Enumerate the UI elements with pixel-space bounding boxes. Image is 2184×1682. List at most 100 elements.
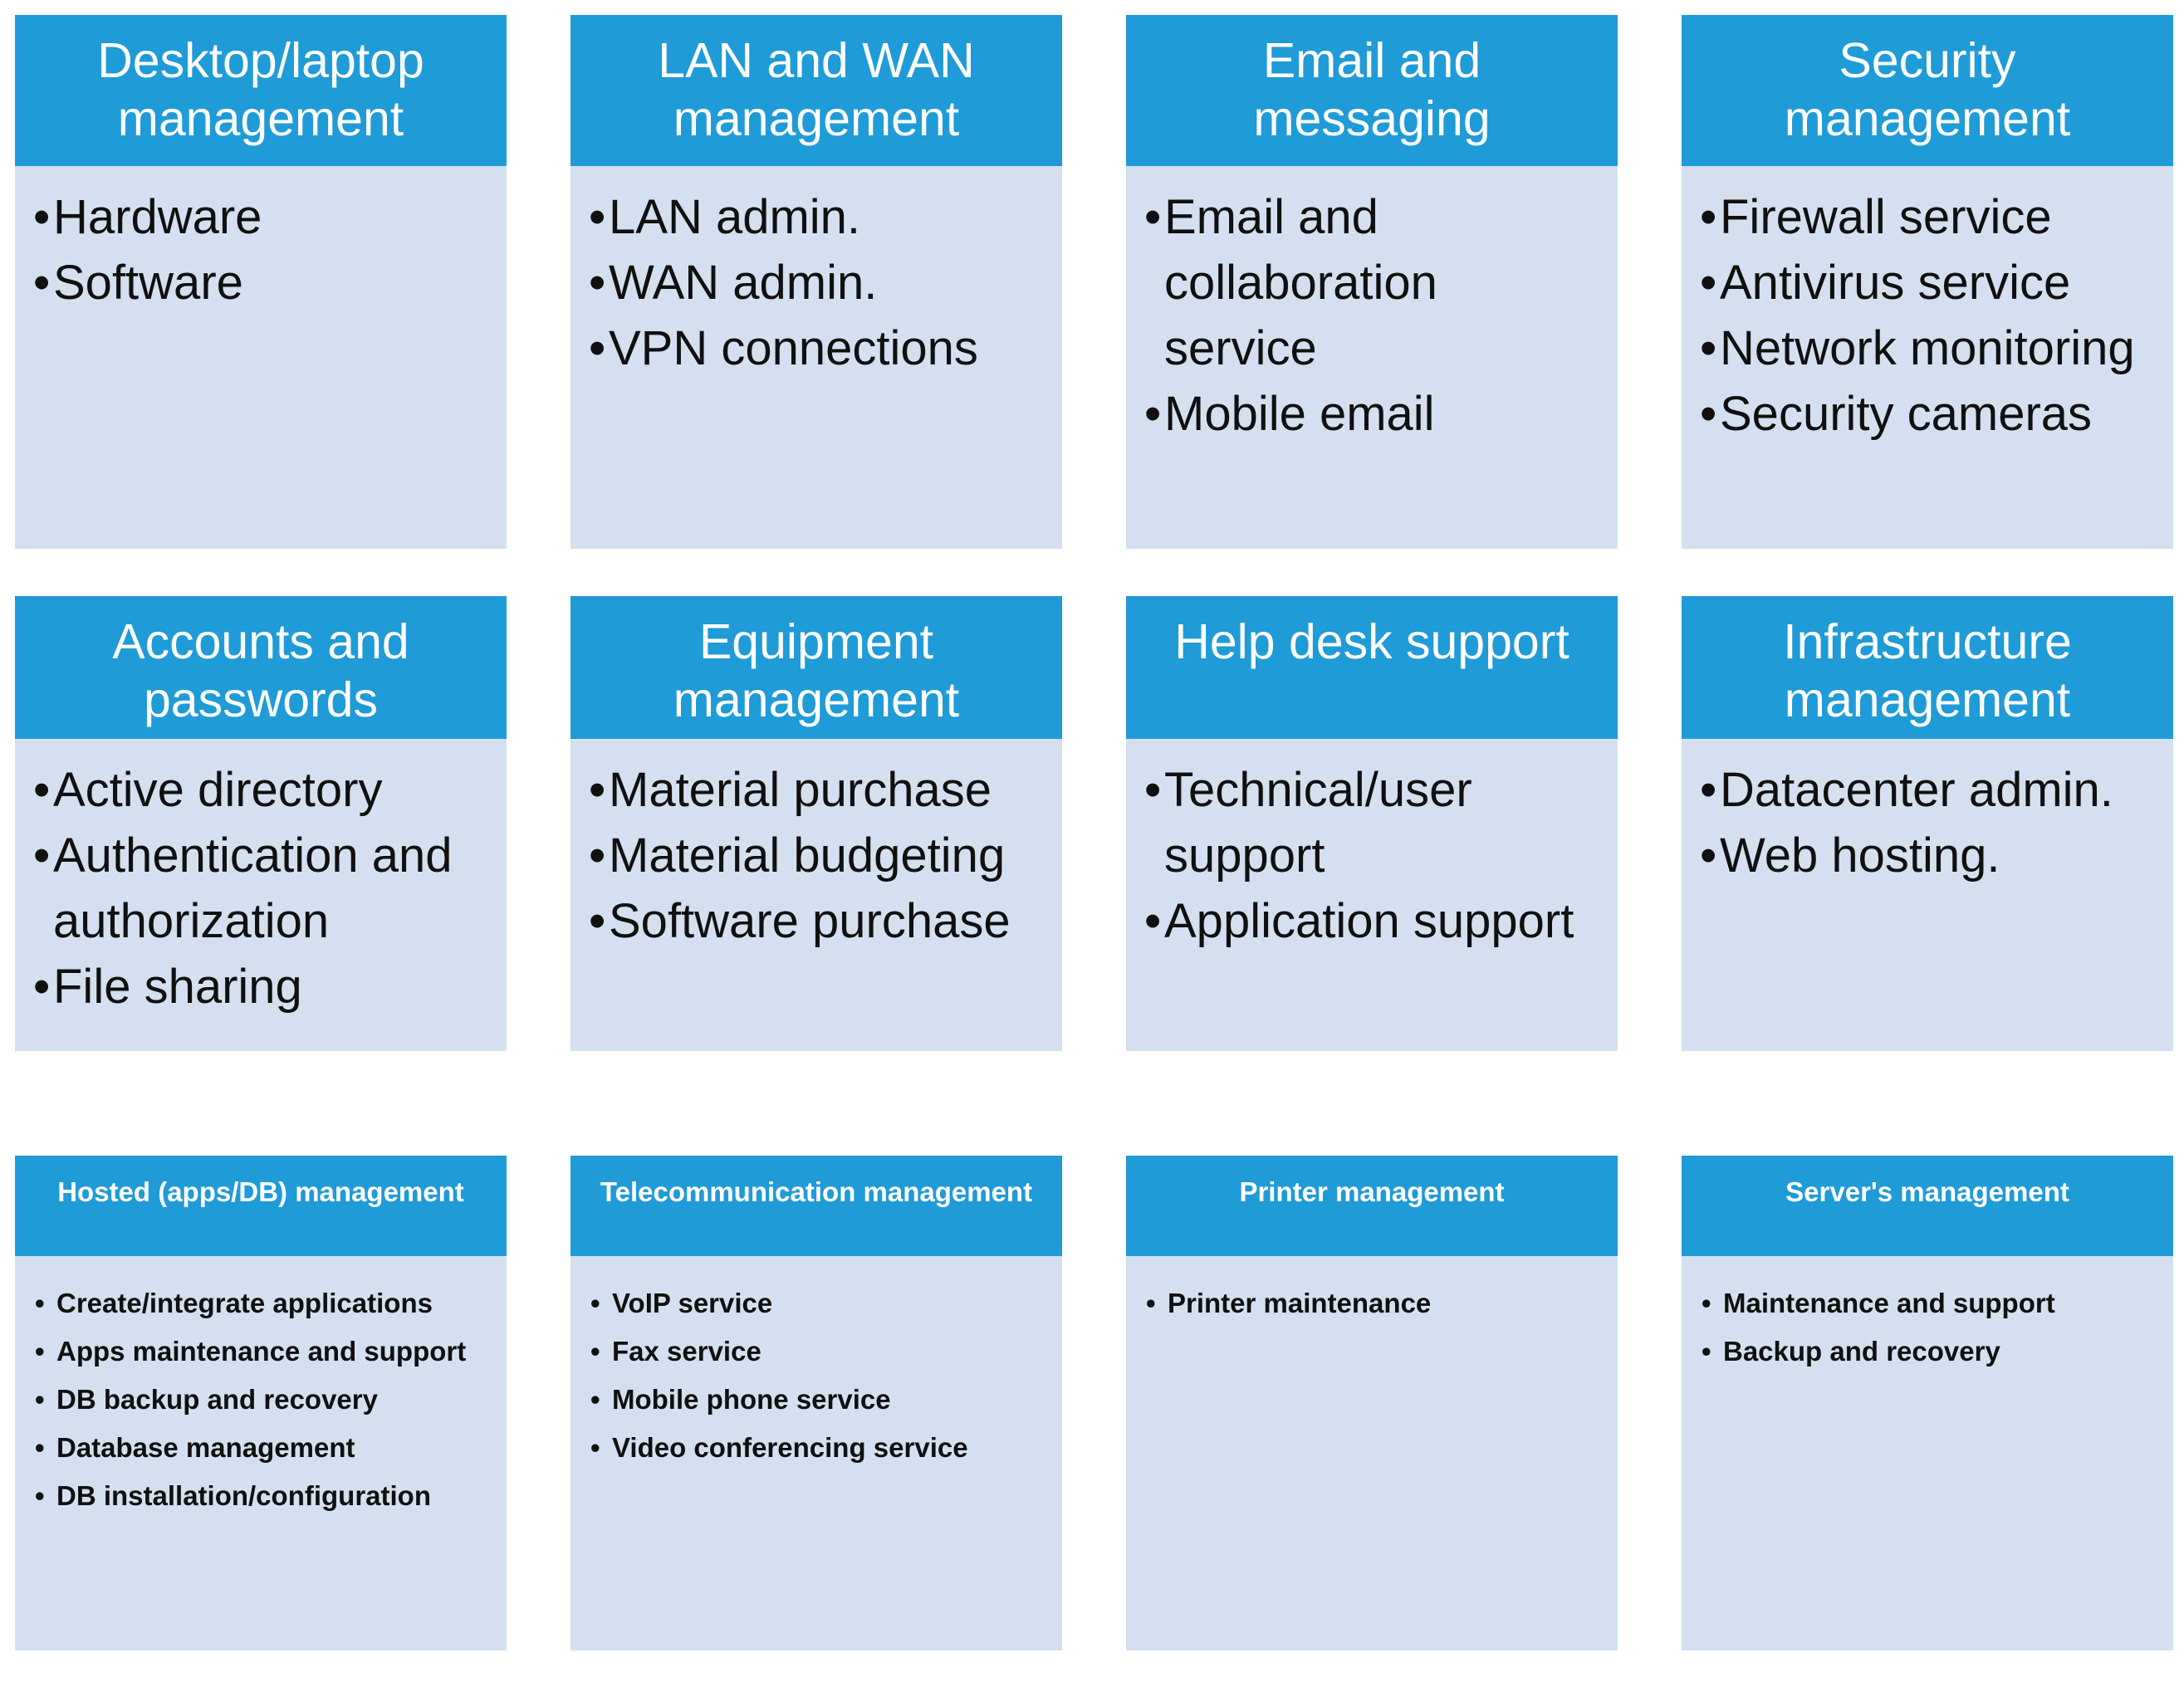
bullet-icon: • [589,256,606,310]
list-item: • Application support [1144,888,1603,954]
list-item: • DB backup and recovery [35,1376,490,1424]
bullet-icon: • [1700,829,1717,883]
bullet-icon: • [1700,256,1717,310]
list-item-label: Printer maintenance [1168,1288,1432,1318]
card-title: Server's management [1682,1156,2173,1256]
bullet-icon: • [590,1432,600,1463]
list-item: • Web hosting. [1700,823,2158,888]
card-body: • Maintenance and support • Backup and r… [1682,1256,2173,1650]
list-item-label: Firewall service [1720,190,2052,244]
card-title: Infrastructure management [1682,596,2173,739]
card-servers-management[interactable]: Server's management • Maintenance and su… [1682,1156,2173,1650]
bullet-icon: • [1700,763,1717,817]
card-title: Desktop/laptop management [15,15,507,166]
list-item: • Mobile email [1144,381,1603,447]
list-item-label: Network monitoring [1720,321,2135,375]
card-body: • Create/integrate applications • Apps m… [15,1256,507,1650]
list-item-label: Datacenter admin. [1720,763,2113,817]
card-printer-management[interactable]: Printer management • Printer maintenance [1126,1156,1618,1650]
card-equipment-management[interactable]: Equipment management • Material purchase… [570,596,1062,1051]
list-item-label: Software purchase [609,894,1011,948]
list-item: • Active directory [33,757,492,823]
card-body: • Active directory • Authentication and … [15,739,507,1051]
list-item-label: Backup and recovery [1723,1336,2000,1367]
bullet-icon: • [33,829,51,883]
card-body: • Email and collaboration service • Mobi… [1126,166,1618,549]
list-item-label: Hardware [53,190,262,244]
bullet-icon: • [589,763,606,817]
card-body: • Material purchase • Material budgeting… [570,739,1062,1051]
list-item-label: LAN admin. [609,190,861,244]
list-item-label: Technical/user support [1164,763,1472,883]
list-item-label: Video conferencing service [612,1432,968,1463]
list-item-label: Maintenance and support [1723,1288,2055,1318]
list-item: • Authentication and authorization [33,823,492,954]
list-item: • Video conferencing service [590,1424,1045,1472]
list-item: • DB installation/configuration [35,1472,490,1520]
list-item-label: Create/integrate applications [56,1288,433,1318]
card-accounts-and-passwords[interactable]: Accounts and passwords • Active director… [15,596,507,1051]
list-item-label: Antivirus service [1720,256,2071,310]
bullet-icon: • [1144,763,1162,817]
card-row-1: Desktop/laptop management • Hardware • S… [15,15,2173,549]
bullet-icon: • [1702,1288,1711,1318]
bullet-icon: • [35,1384,45,1415]
list-item: • Database management [35,1424,490,1472]
list-item: • Apps maintenance and support [35,1328,490,1376]
card-title: Email and messaging [1126,15,1618,166]
card-title: Printer management [1126,1156,1618,1256]
card-title: Accounts and passwords [15,596,507,739]
bullet-icon: • [35,1288,45,1318]
list-item-label: Application support [1164,894,1574,948]
list-item: • Material budgeting [589,823,1047,888]
bullet-icon: • [1144,894,1162,948]
card-lan-wan-management[interactable]: LAN and WAN management • LAN admin. • WA… [570,15,1062,549]
bullet-icon: • [33,190,51,244]
list-item-label: Software [53,256,243,310]
card-infrastructure-management[interactable]: Infrastructure management • Datacenter a… [1682,596,2173,1051]
card-desktop-laptop-management[interactable]: Desktop/laptop management • Hardware • S… [15,15,507,549]
list-item: • Datacenter admin. [1700,757,2158,823]
bullet-icon: • [1702,1336,1711,1367]
list-item: • Printer maintenance [1146,1279,1601,1328]
list-item-label: WAN admin. [609,256,878,310]
card-title: LAN and WAN management [570,15,1062,166]
list-item-label: Mobile email [1164,387,1435,441]
card-row-3: Hosted (apps/DB) management • Create/int… [15,1156,2173,1650]
list-item-label: File sharing [53,960,302,1014]
list-item-label: Email and collaboration service [1164,190,1437,375]
bullet-icon: • [590,1336,600,1367]
it-services-card-grid: Desktop/laptop management • Hardware • S… [0,15,2184,1682]
card-body: • Printer maintenance [1126,1256,1618,1650]
bullet-icon: • [590,1384,600,1415]
card-hosted-apps-db-management[interactable]: Hosted (apps/DB) management • Create/int… [15,1156,507,1650]
list-item: • Antivirus service [1700,250,2158,315]
card-help-desk-support[interactable]: Help desk support • Technical/user suppo… [1126,596,1618,1051]
bullet-icon: • [1700,190,1717,244]
bullet-icon: • [1144,190,1162,244]
list-item: • WAN admin. [589,250,1047,315]
list-item-label: Material budgeting [609,829,1006,883]
card-body: • VoIP service • Fax service • Mobile ph… [570,1256,1062,1650]
card-telecommunication-management[interactable]: Telecommunication management • VoIP serv… [570,1156,1062,1650]
bullet-icon: • [589,321,606,375]
list-item: • Technical/user support [1144,757,1603,888]
bullet-icon: • [33,763,51,817]
card-body: • Technical/user support • Application s… [1126,739,1618,1051]
card-security-management[interactable]: Security management • Firewall service •… [1682,15,2173,549]
bullet-icon: • [589,829,606,883]
bullet-icon: • [1700,321,1717,375]
list-item: • Backup and recovery [1702,1328,2157,1376]
bullet-icon: • [589,894,606,948]
list-item-label: DB backup and recovery [56,1384,378,1415]
card-email-and-messaging[interactable]: Email and messaging • Email and collabor… [1126,15,1618,549]
list-item: • Fax service [590,1328,1045,1376]
bullet-icon: • [35,1432,45,1463]
list-item-label: Authentication and authorization [53,829,453,948]
card-title: Security management [1682,15,2173,166]
list-item: • Email and collaboration service [1144,184,1603,381]
card-body: • Firewall service • Antivirus service •… [1682,166,2173,549]
bullet-icon: • [33,256,51,310]
list-item: • VPN connections [589,315,1047,381]
bullet-icon: • [1144,387,1162,441]
